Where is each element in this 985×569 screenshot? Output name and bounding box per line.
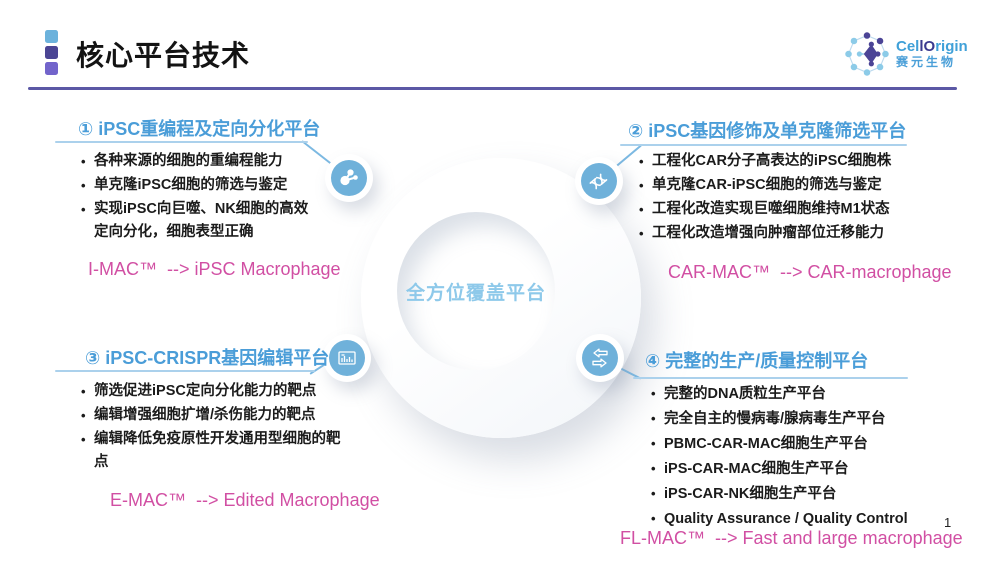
header-accent-square-1 bbox=[45, 30, 58, 43]
platform-4-underline bbox=[633, 377, 908, 379]
platform-3-tagline: E-MAC™ --> Edited Macrophage bbox=[110, 490, 380, 510]
platform-4-title: ④ 完整的生产/质量控制平台 bbox=[645, 351, 869, 371]
bullet-item: iPS-CAR-NK细胞生产平台 bbox=[650, 482, 970, 506]
bullet-item: 工程化改造实现巨噬细胞维持M1状态 bbox=[638, 198, 938, 221]
page-title: 核心平台技术 bbox=[76, 40, 251, 71]
platform-2-underline bbox=[620, 144, 907, 146]
bullet-item: PBMC-CAR-MAC细胞生产平台 bbox=[650, 432, 970, 456]
page-number: 1 bbox=[944, 515, 952, 530]
bullet-item: 编辑增强细胞扩增/杀伤能力的靶点 bbox=[80, 404, 342, 427]
platform-4-badge bbox=[576, 334, 624, 382]
platform-2-bullets: 工程化CAR分子高表达的iPSC细胞株 单克隆CAR-iPSC细胞的筛选与鉴定 … bbox=[638, 150, 938, 246]
bullet-item: 工程化改造增强向肿瘤部位迁移能力 bbox=[638, 222, 938, 245]
platform-ring-hole: 全方位覆盖平台 bbox=[397, 212, 555, 370]
platform-4-bullets: 完整的DNA质粒生产平台 完全自主的慢病毒/腺病毒生产平台 PBMC-CAR-M… bbox=[650, 382, 970, 532]
platform-1-bullets: 各种来源的细胞的重编程能力 单克隆iPSC细胞的筛选与鉴定 实现iPSC向巨噬、… bbox=[80, 150, 320, 245]
bullet-item: Quality Assurance / Quality Control bbox=[650, 507, 970, 531]
center-platform-label: 全方位覆盖平台 bbox=[405, 282, 546, 304]
platform-3-underline bbox=[55, 370, 315, 372]
platform-1-underline bbox=[55, 141, 308, 143]
bullet-item: 单克隆CAR-iPSC细胞的筛选与鉴定 bbox=[638, 174, 938, 197]
header-accent-square-3 bbox=[45, 62, 58, 75]
cellorigin-logo: CellOrigin 赛元生物 bbox=[842, 28, 968, 80]
platform-1-tagline: I-MAC™ --> iPSC Macrophage bbox=[88, 259, 341, 279]
header-accent-square-2 bbox=[45, 46, 58, 59]
platform-2-title: ② iPSC基因修饰及单克隆筛选平台 bbox=[628, 121, 907, 141]
brand-subtitle: 赛元生物 bbox=[896, 54, 957, 69]
platform-4-tagline: FL-MAC™ --> Fast and large macrophage bbox=[620, 528, 963, 548]
bar-chart-icon bbox=[329, 340, 365, 376]
molecule-icon bbox=[331, 160, 367, 196]
platform-3-badge bbox=[323, 334, 371, 382]
platform-1-title: ① iPSC重编程及定向分化平台 bbox=[78, 119, 321, 139]
bullet-item: 筛选促进iPSC定向分化能力的靶点 bbox=[80, 380, 342, 403]
bullet-item: 各种来源的细胞的重编程能力 bbox=[80, 150, 320, 173]
bullet-item: iPS-CAR-MAC细胞生产平台 bbox=[650, 457, 970, 481]
header-divider bbox=[28, 87, 957, 90]
platform-3-bullets: 筛选促进iPSC定向分化能力的靶点 编辑增强细胞扩增/杀伤能力的靶点 编辑降低免… bbox=[80, 380, 342, 475]
bullet-item: 编辑降低免疫原性开发通用型细胞的靶点 bbox=[80, 428, 342, 474]
bullet-item: 单克隆iPSC细胞的筛选与鉴定 bbox=[80, 174, 320, 197]
network-logo-icon bbox=[845, 32, 889, 76]
bullet-item: 工程化CAR分子高表达的iPSC细胞株 bbox=[638, 150, 938, 173]
bullet-item: 完全自主的慢病毒/腺病毒生产平台 bbox=[650, 407, 970, 431]
bullet-item: 完整的DNA质粒生产平台 bbox=[650, 382, 970, 406]
platform-2-badge bbox=[575, 157, 623, 205]
logo-text: CellOrigin 赛元生物 bbox=[896, 38, 968, 69]
bullet-item: 实现iPSC向巨噬、NK细胞的高效定向分化，细胞表型正确 bbox=[80, 198, 320, 244]
platform-1-badge bbox=[325, 154, 373, 202]
platform-2-tagline: CAR-MAC™ --> CAR-macrophage bbox=[668, 262, 952, 282]
platform-3-title: ③ iPSC-CRISPR基因编辑平台 bbox=[85, 348, 330, 368]
exchange-arrows-icon bbox=[582, 340, 618, 376]
dna-icon bbox=[581, 163, 617, 199]
brand-name: CellOrigin bbox=[896, 38, 968, 56]
